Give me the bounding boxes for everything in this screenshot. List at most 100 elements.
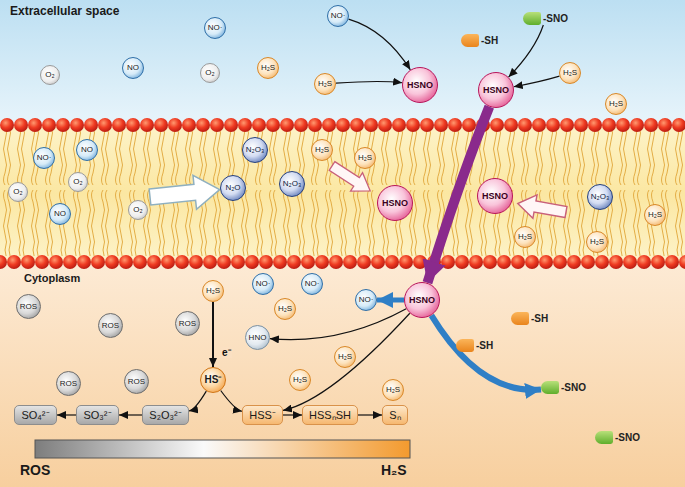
reaction-arrow (336, 81, 402, 83)
molecule-label: HSNO (382, 199, 408, 208)
molecule-label: -SH (481, 36, 498, 46)
molecule-label: NO· (37, 154, 52, 162)
reaction-arrow (189, 391, 206, 411)
species-box: SO₃²⁻ (76, 405, 119, 425)
thiol-tag: -SH (461, 34, 498, 47)
molecule-circle: H₂S (202, 280, 224, 302)
lipid-head (0, 255, 7, 269)
reaction-arrow (431, 315, 541, 390)
molecule-label: H₂S (318, 80, 332, 88)
species-box: HSSₙSH (302, 405, 358, 425)
lipid-head (567, 255, 581, 269)
molecule-label: H₂S (590, 238, 604, 246)
lipid-head (329, 255, 343, 269)
lipid-head (280, 118, 294, 132)
lipid-head (385, 255, 399, 269)
molecule-label: HNO (249, 334, 267, 342)
lipid-head (588, 118, 602, 132)
molecule-label: O₂ (133, 206, 142, 214)
thiol-tag: -SH (511, 312, 548, 325)
molecule-circle: NO (49, 203, 71, 225)
lipid-head (70, 118, 84, 132)
molecule-label: -SNO (615, 433, 640, 443)
molecule-label: -SNO (543, 14, 568, 24)
lipid-head (343, 255, 357, 269)
molecule-circle: ROS (98, 313, 123, 338)
molecule-circle: H₂S (334, 346, 356, 368)
lipid-head (651, 255, 665, 269)
molecule-label: ROS (128, 378, 145, 386)
molecule-label: ROS (60, 380, 77, 388)
lipid-head (371, 255, 385, 269)
lipid-head (658, 118, 672, 132)
thiol-tag: -SH (456, 339, 493, 352)
thiol-blob (523, 12, 541, 25)
lipid-head (602, 118, 616, 132)
molecule-circle: NO· (355, 289, 377, 311)
lipid-head (105, 255, 119, 269)
lipid-head (378, 118, 392, 132)
lipid-head (294, 118, 308, 132)
molecule-label: HSS⁻ (249, 410, 276, 421)
lipid-head (469, 255, 483, 269)
molecule-circle: N₂O₃ (279, 171, 305, 197)
lipid-head (539, 255, 553, 269)
molecule-circle: H₂S (314, 73, 336, 95)
molecule-circle: ROS (56, 371, 81, 396)
molecule-label: HSNO (482, 192, 508, 201)
lipid-head (140, 118, 154, 132)
lipid-head (420, 118, 434, 132)
lipid-head (609, 255, 623, 269)
lipid-head (196, 118, 210, 132)
molecule-circle: HSNO (402, 67, 438, 103)
extracellular-ground (0, 0, 685, 128)
lipid-head (56, 118, 70, 132)
lipid-head (189, 255, 203, 269)
lipid-head (497, 255, 511, 269)
molecule-label: H₂S (278, 305, 292, 313)
lipid-tails (0, 131, 685, 256)
diffusion-arrow (516, 192, 568, 224)
lipid-head (630, 118, 644, 132)
lipid-head (287, 255, 301, 269)
lipid-head (679, 255, 685, 269)
lipid-head (7, 255, 21, 269)
molecule-circle: ROS (124, 369, 149, 394)
molecule-circle: ROS (175, 311, 200, 336)
molecule-circle: H₂S (644, 204, 666, 226)
molecule-circle: HNO (245, 325, 270, 350)
molecule-label: N₂O (225, 184, 240, 192)
lipid-head (238, 118, 252, 132)
lipid-head (84, 118, 98, 132)
lipid-head (308, 118, 322, 132)
molecule-label: H₂S (315, 146, 329, 154)
lipid-head (273, 255, 287, 269)
molecule-circle: NO (122, 57, 144, 79)
molecule-circle: H₂S (605, 93, 627, 115)
lipid-head (301, 255, 315, 269)
molecule-label: NO· (208, 24, 223, 32)
text-label: Extracellular space (10, 4, 119, 18)
molecule-circle: NO· (252, 273, 274, 295)
species-box: HSS⁻ (242, 405, 283, 425)
lipid-head (42, 118, 56, 132)
lipid-head (350, 118, 364, 132)
molecule-circle: H₂S (586, 231, 608, 253)
text-label: ROS (20, 462, 50, 478)
molecule-circle: NO· (204, 17, 226, 39)
lipid-head (63, 255, 77, 269)
lipid-head (224, 118, 238, 132)
molecule-circle: H₂S (311, 139, 333, 161)
thiol-blob (541, 381, 559, 394)
species-box: Sₙ (382, 405, 408, 425)
lipid-head (161, 255, 175, 269)
molecule-circle: HSNO (377, 185, 413, 221)
lipid-head (616, 118, 630, 132)
molecule-circle: HS⁻ (200, 367, 226, 393)
lipid-head (672, 118, 685, 132)
molecule-label: SO₃²⁻ (83, 410, 111, 421)
lipid-head (504, 118, 518, 132)
lipid-head (266, 118, 280, 132)
lipid-head (175, 255, 189, 269)
lipid-head (511, 255, 525, 269)
